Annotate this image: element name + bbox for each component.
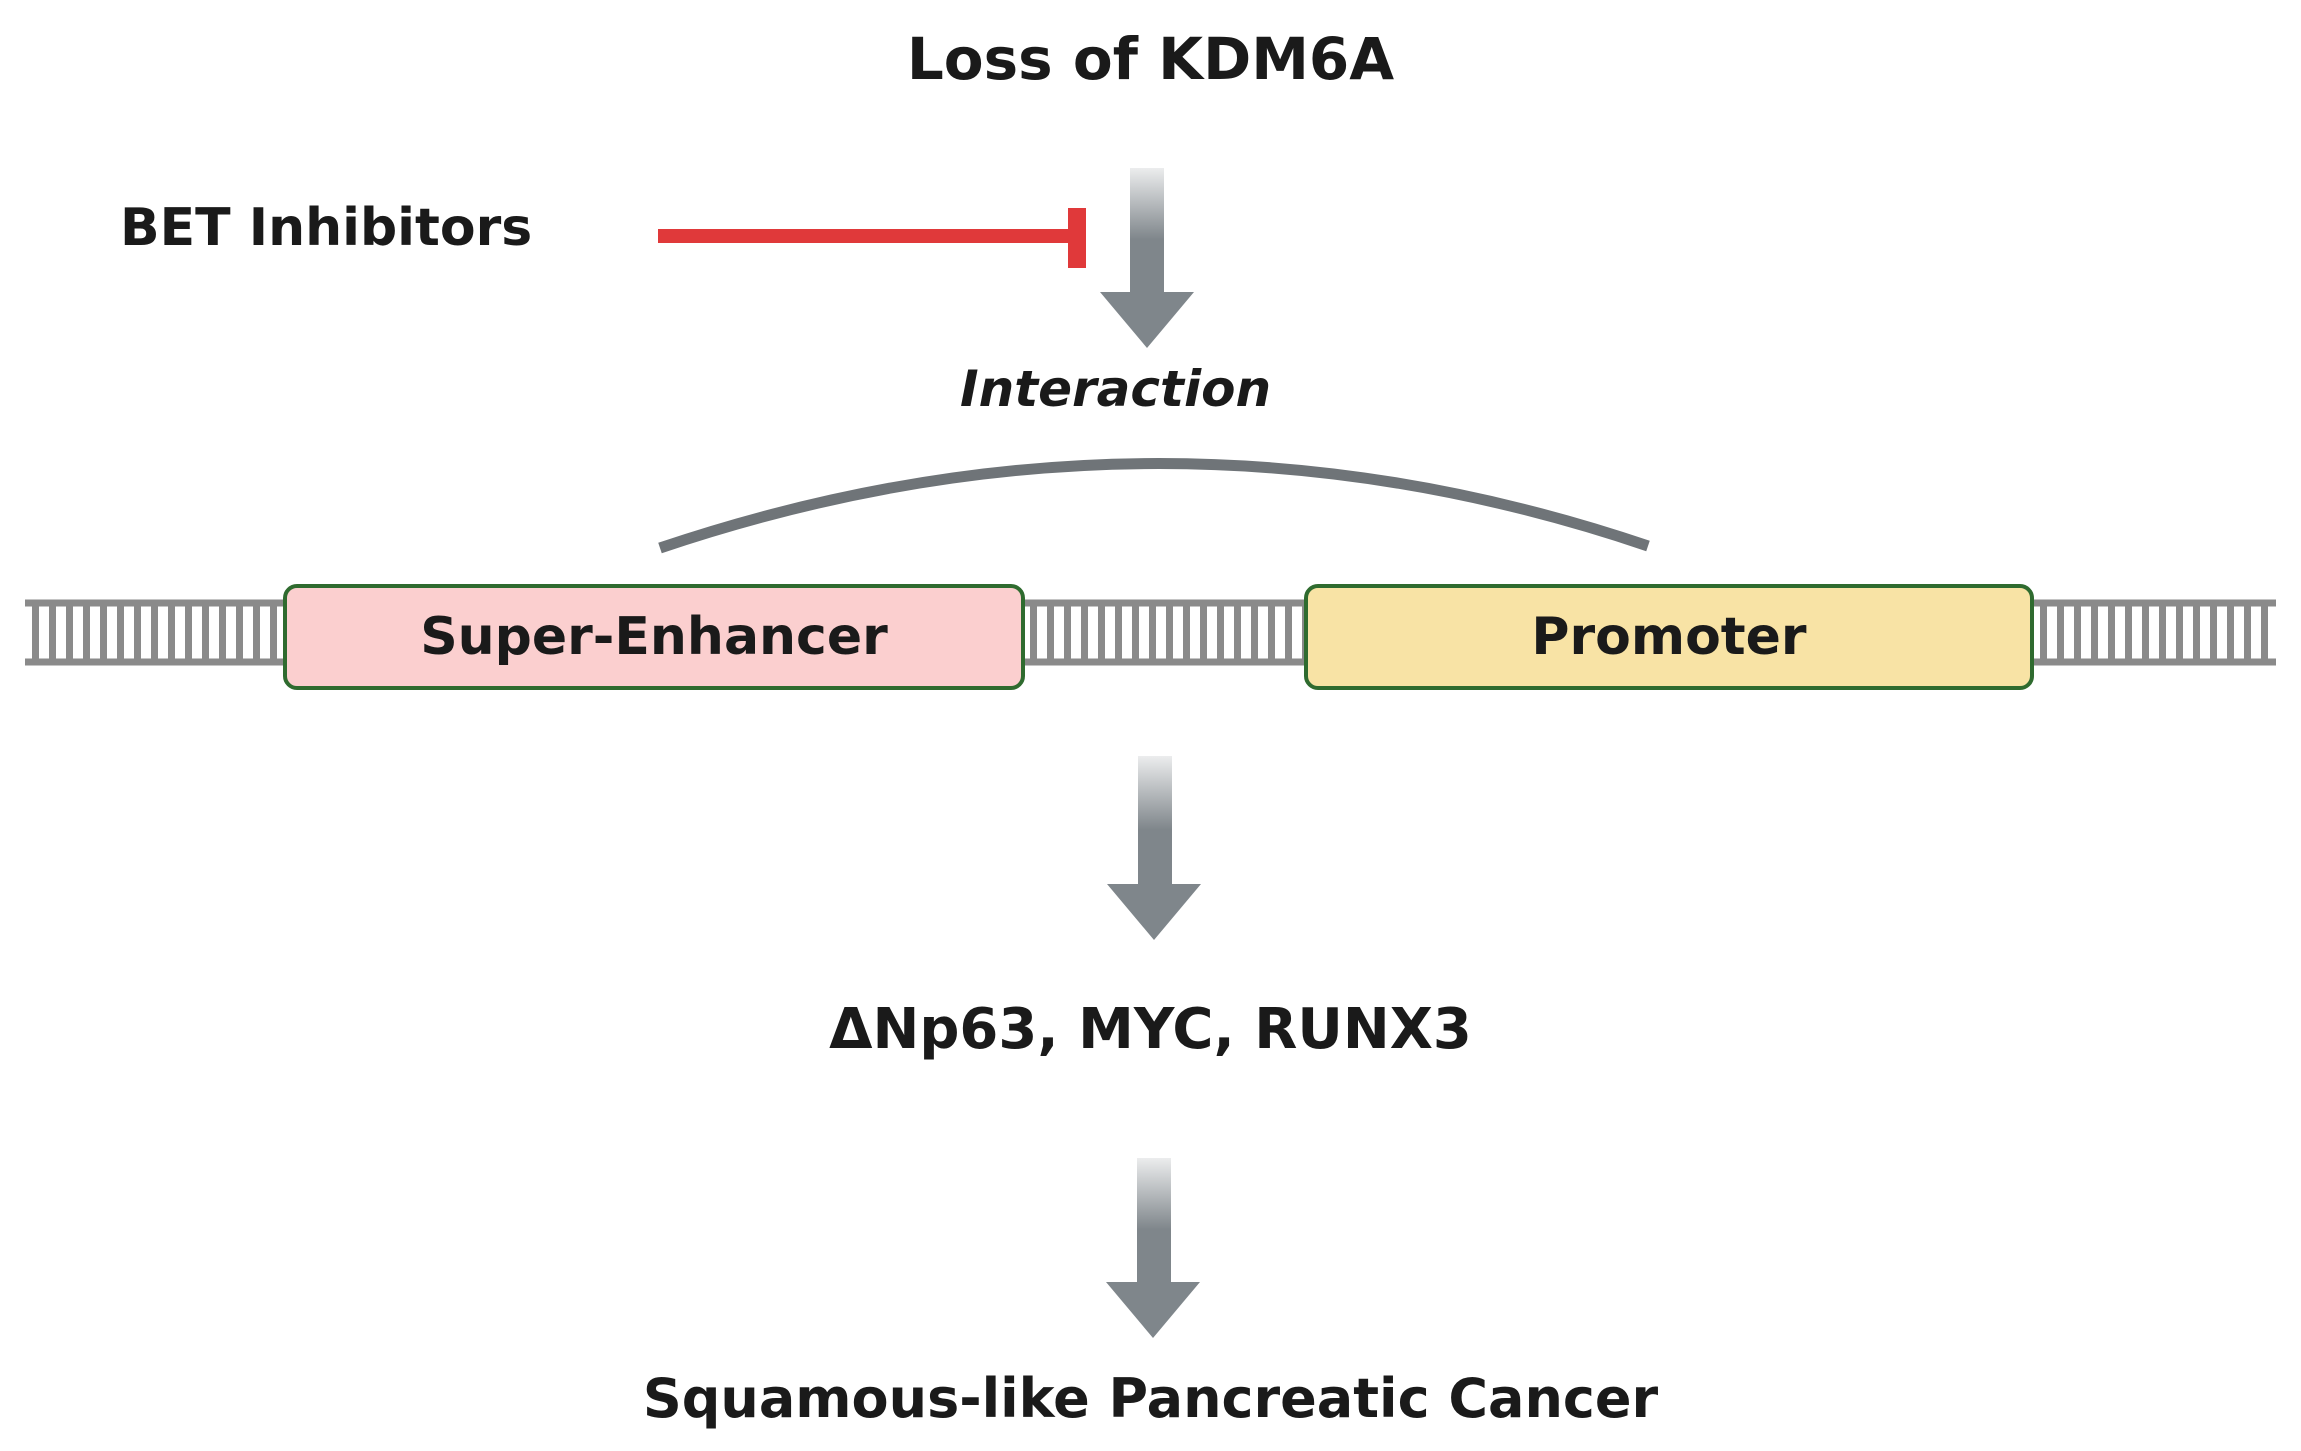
dna-rung (253, 606, 260, 659)
dna-rung (1132, 606, 1139, 659)
dna-rung (1183, 606, 1190, 659)
dna-rung (1234, 606, 1241, 659)
dna-rung (32, 606, 39, 659)
dna-rung (1047, 606, 1054, 659)
dna-rung (2142, 606, 2149, 659)
dna-rung (236, 606, 243, 659)
dna-rung (219, 606, 226, 659)
dna-rung (2261, 606, 2268, 659)
target-genes-label: ΔNp63, MYC, RUNX3 (829, 997, 1472, 1062)
dna-rungs-right (2040, 606, 2268, 659)
interaction-arc (658, 458, 1650, 554)
dna-rung (49, 606, 56, 659)
dna-rung (1030, 606, 1037, 659)
dna-rung (2193, 606, 2200, 659)
arrow-down-3 (1106, 1158, 1200, 1338)
dna-rung (1200, 606, 1207, 659)
dna-rung (117, 606, 124, 659)
inhibition-icon (658, 208, 1086, 268)
dna-rung (2074, 606, 2081, 659)
arrow-down-1 (1100, 168, 1194, 348)
dna-rung (2210, 606, 2217, 659)
dna-rung (1081, 606, 1088, 659)
promoter-box: Promoter (1304, 584, 2034, 690)
dna-rung (1251, 606, 1258, 659)
dna-rung (1166, 606, 1173, 659)
dna-rung (151, 606, 158, 659)
dna-rung (1064, 606, 1071, 659)
dna-rung (270, 606, 277, 659)
dna-rung (83, 606, 90, 659)
outcome-label: Squamous-like Pancreatic Cancer (642, 1367, 1659, 1430)
dna-rung (185, 606, 192, 659)
dna-rung (66, 606, 73, 659)
dna-rungs-middle (1030, 606, 1309, 659)
dna-rung (100, 606, 107, 659)
super-enhancer-box: Super-Enhancer (283, 584, 1025, 690)
dna-rung (1149, 606, 1156, 659)
dna-rung (2244, 606, 2251, 659)
super-enhancer-label: Super-Enhancer (420, 607, 888, 667)
dna-rung (1217, 606, 1224, 659)
diagram-title: Loss of KDM6A (906, 25, 1395, 93)
dna-rung (2040, 606, 2047, 659)
arrow-down-2 (1107, 756, 1201, 940)
dna-rung (2108, 606, 2115, 659)
dna-rung (1115, 606, 1122, 659)
dna-rung (2176, 606, 2183, 659)
dna-rung (202, 606, 209, 659)
bet-inhibitors-label: BET Inhibitors (120, 198, 533, 258)
dna-rungs-left (32, 606, 277, 659)
dna-rung (1268, 606, 1275, 659)
dna-rung (1098, 606, 1105, 659)
promoter-label: Promoter (1531, 607, 1807, 667)
dna-rung (168, 606, 175, 659)
interaction-label: Interaction (960, 360, 1272, 418)
dna-rung (2227, 606, 2234, 659)
dna-rung (2159, 606, 2166, 659)
dna-rung (2091, 606, 2098, 659)
dna-rung (2057, 606, 2064, 659)
dna-rung (1285, 606, 1292, 659)
dna-rung (2125, 606, 2132, 659)
dna-rung (134, 606, 141, 659)
